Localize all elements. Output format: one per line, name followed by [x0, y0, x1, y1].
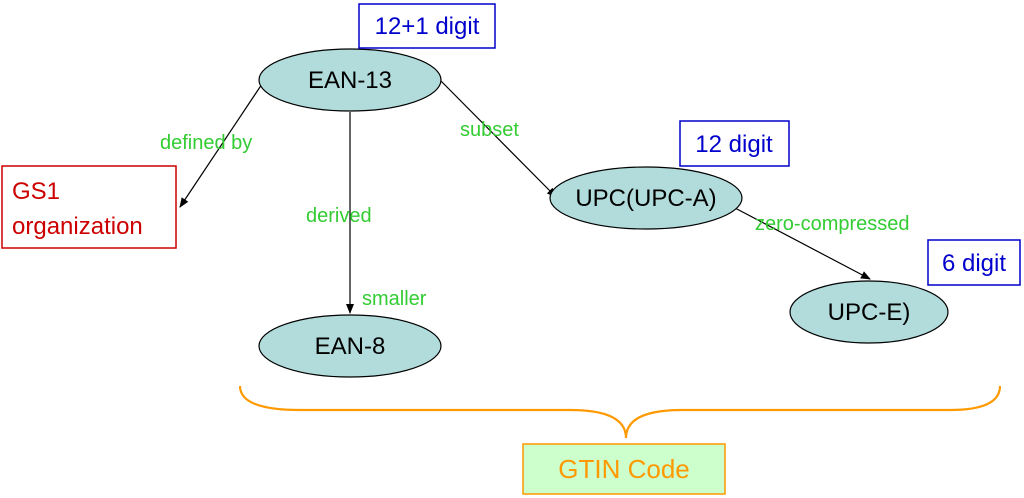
edge-label-derived: derived [306, 205, 372, 227]
edge-ean13-to-upca [439, 79, 557, 198]
node-upca-label: UPC(UPC-A) [575, 185, 716, 212]
edge-label-smaller: smaller [362, 288, 427, 310]
digit-box-upca-label: 12 digit [695, 131, 773, 158]
edge-label-defined-by: defined by [160, 132, 252, 154]
digit-box-ean13-label: 12+1 digit [375, 13, 480, 40]
node-ean8: EAN-8 [258, 314, 442, 378]
edge-label-subset: subset [460, 119, 519, 141]
edge-ean13-to-gs1 [179, 83, 263, 208]
node-ean13-label: EAN-13 [308, 67, 392, 94]
node-upce-label: UPC-E) [828, 299, 911, 326]
gs1-title: GS1 [12, 178, 60, 205]
gs1-organization-box: GS1 organization [1, 165, 177, 249]
edge-upca-to-upce [734, 207, 871, 280]
digit-box-ean13: 12+1 digit [358, 3, 496, 49]
node-ean8-label: EAN-8 [315, 333, 386, 360]
gtin-code-label: GTIN Code [558, 454, 690, 484]
gs1-subtitle: organization [12, 213, 143, 240]
digit-box-upca: 12 digit [679, 120, 790, 167]
node-upca: UPC(UPC-A) [549, 166, 743, 230]
node-upce: UPC-E) [789, 280, 949, 344]
gtin-brace [238, 385, 1002, 439]
digit-box-upce-label: 6 digit [942, 250, 1006, 277]
gtin-code-box: GTIN Code [522, 443, 726, 495]
node-ean13: EAN-13 [258, 48, 442, 112]
digit-box-upce: 6 digit [927, 239, 1021, 286]
edge-label-zero-compressed: zero-compressed [755, 213, 910, 235]
